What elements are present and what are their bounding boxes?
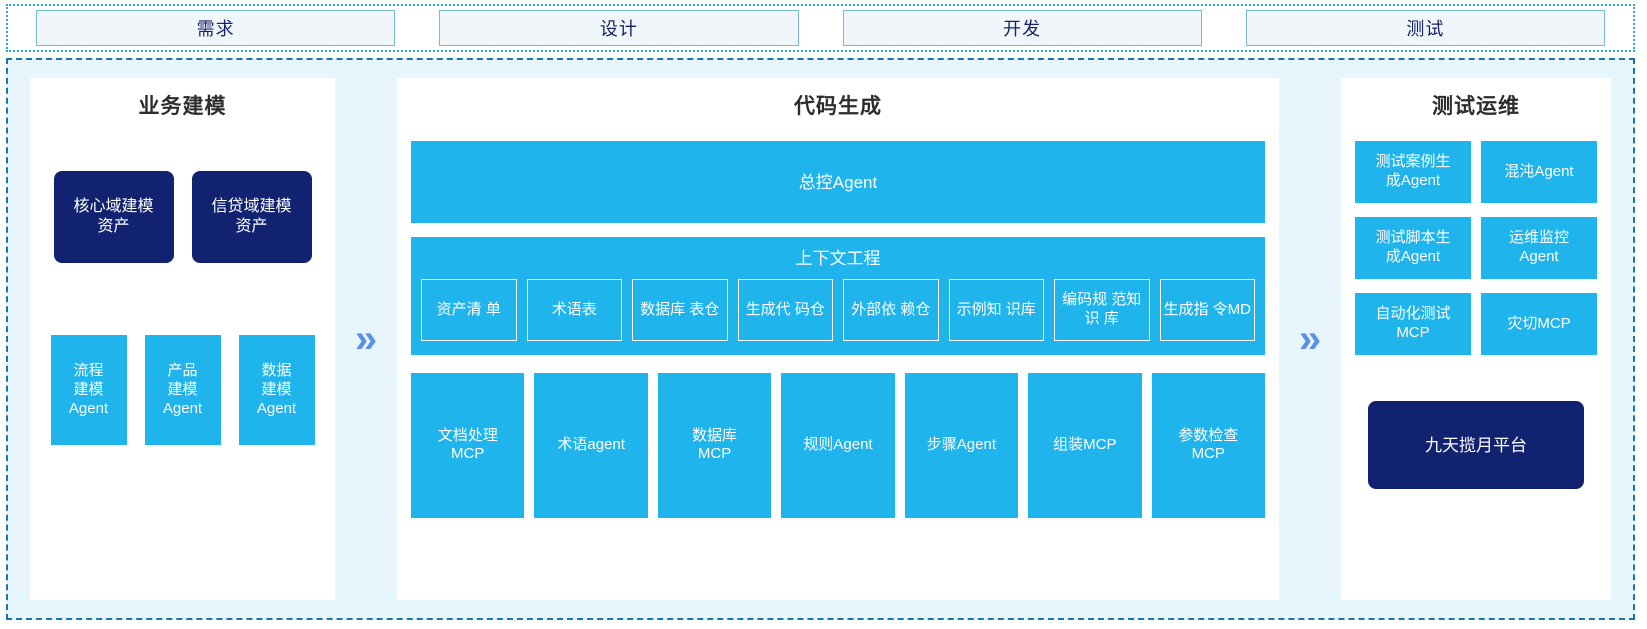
panel-business-modeling: 业务建模 核心域建模 资产 信贷域建模 资产 流程 建模 Agent 产品 建模…	[30, 78, 335, 600]
agent-card-ops-monitoring[interactable]: 运维监控 Agent	[1481, 217, 1597, 280]
context-engineering-block: 上下文工程 资产清 单 术语表 数据库 表仓 生成代 码仓 外部依 赖仓 示例知…	[411, 237, 1265, 355]
stage-box-testing[interactable]: 测试	[1245, 10, 1605, 46]
master-agent-bar[interactable]: 总控Agent	[411, 141, 1265, 224]
asset-card-core-domain[interactable]: 核心域建模 资产	[53, 171, 174, 264]
context-item-coding-standard-knowledge-base[interactable]: 编码规 范知识 库	[1054, 278, 1150, 341]
context-item-db-table-repo[interactable]: 数据库 表仓	[632, 278, 728, 341]
business-asset-group: 核心域建模 资产 信贷域建模 资产	[44, 171, 321, 264]
context-item-asset-list[interactable]: 资产清 单	[421, 278, 517, 341]
main-board: 业务建模 核心域建模 资产 信贷域建模 资产 流程 建模 Agent 产品 建模…	[6, 58, 1635, 620]
tool-card-assembly-mcp[interactable]: 组装MCP	[1028, 372, 1142, 518]
tool-card-automated-test-mcp[interactable]: 自动化测试 MCP	[1355, 293, 1471, 356]
agent-card-test-case-generation[interactable]: 测试案例生 成Agent	[1355, 141, 1471, 204]
context-item-generated-code-repo[interactable]: 生成代 码仓	[737, 278, 833, 341]
tool-card-database-mcp[interactable]: 数据库 MCP	[657, 372, 772, 518]
stage-box-requirements[interactable]: 需求	[36, 10, 396, 46]
context-engineering-title: 上下文工程	[795, 249, 881, 269]
stage-box-design[interactable]: 设计	[439, 10, 799, 46]
context-engineering-items: 资产清 单 术语表 数据库 表仓 生成代 码仓 外部依 赖仓 示例知 识库 编码…	[421, 278, 1255, 341]
stage-box-development[interactable]: 开发	[842, 10, 1202, 46]
tool-card-rule-agent[interactable]: 规则Agent	[781, 372, 895, 518]
platform-card-jiutian-lanyue[interactable]: 九天揽月平台	[1368, 401, 1584, 490]
context-item-external-dependency-repo[interactable]: 外部依 赖仓	[843, 278, 939, 341]
agent-card-product-modeling[interactable]: 产品 建模 Agent	[144, 335, 221, 446]
context-item-glossary[interactable]: 术语表	[526, 278, 622, 341]
agent-card-data-modeling[interactable]: 数据 建模 Agent	[238, 335, 315, 446]
agent-card-process-modeling[interactable]: 流程 建模 Agent	[50, 335, 127, 446]
asset-card-credit-domain[interactable]: 信贷域建模 资产	[191, 171, 312, 264]
context-item-example-knowledge-base[interactable]: 示例知 识库	[948, 278, 1044, 341]
test-operations-agent-grid: 测试案例生 成Agent 混沌Agent 测试脚本生 成Agent 运维监控 A…	[1355, 141, 1597, 356]
tool-card-glossary-agent[interactable]: 术语agent	[534, 372, 648, 518]
chevron-right-icon-left: »	[354, 317, 378, 361]
stage-strip: 需求 设计 开发 测试	[6, 4, 1635, 52]
code-generation-tools-row: 文档处理 MCP 术语agent 数据库 MCP 规则Agent 步骤Agent…	[411, 372, 1265, 518]
agent-card-test-script-generation[interactable]: 测试脚本生 成Agent	[1355, 217, 1471, 280]
tool-card-step-agent[interactable]: 步骤Agent	[904, 372, 1019, 518]
tool-card-parameter-check-mcp[interactable]: 参数检查 MCP	[1151, 372, 1265, 518]
tool-card-document-processing-mcp[interactable]: 文档处理 MCP	[411, 372, 525, 518]
panel-title-test-operations: 测试运维	[1432, 95, 1520, 118]
business-agent-group: 流程 建模 Agent 产品 建模 Agent 数据 建模 Agent	[44, 335, 321, 446]
agent-card-chaos[interactable]: 混沌Agent	[1481, 141, 1597, 204]
context-item-generation-instruction-md[interactable]: 生成指 令MD	[1159, 278, 1255, 341]
panel-code-generation: 代码生成 总控Agent 上下文工程 资产清 单 术语表 数据库 表仓 生成代 …	[397, 78, 1279, 600]
platform-card-wrap: 九天揽月平台	[1355, 401, 1597, 490]
panel-title-code-generation: 代码生成	[794, 95, 882, 118]
chevron-right-icon-right: »	[1298, 317, 1322, 361]
panel-test-operations: 测试运维 测试案例生 成Agent 混沌Agent 测试脚本生 成Agent 运…	[1341, 78, 1611, 600]
panel-title-business-modeling: 业务建模	[138, 95, 227, 118]
tool-card-disaster-switch-mcp[interactable]: 灾切MCP	[1481, 293, 1597, 356]
